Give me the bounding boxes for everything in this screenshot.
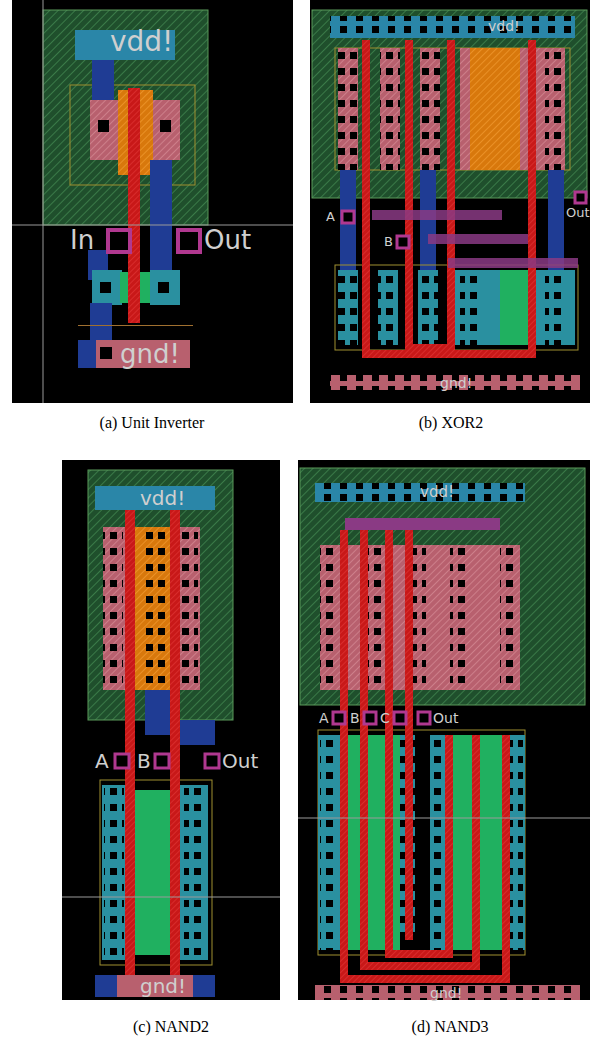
pin-label: vdd! xyxy=(110,28,173,56)
pin-label: A xyxy=(319,711,329,725)
pin-label: Out xyxy=(222,751,258,771)
pin-label: C xyxy=(380,711,390,725)
pin-label: B xyxy=(137,751,151,771)
pin-label: gnd! xyxy=(140,976,186,996)
pin-label: Out xyxy=(566,206,590,219)
pin-label: B xyxy=(350,711,360,725)
pin-label: Out xyxy=(433,711,458,725)
panel-caption: (a) Unit Inverter xyxy=(100,415,205,431)
pin-label: Out xyxy=(204,227,251,253)
panel-caption: (b) XOR2 xyxy=(419,415,483,431)
pin-label: gnd! xyxy=(430,986,462,1000)
pin-label: gnd! xyxy=(440,376,472,390)
pin-label: A xyxy=(95,751,109,771)
panel-caption: (d) NAND3 xyxy=(412,1019,489,1035)
pin-label: In xyxy=(70,227,94,253)
pin-label: A xyxy=(326,210,335,223)
pin-label: vdd! xyxy=(488,19,520,33)
pin-label: vdd! xyxy=(420,485,454,500)
pin-label: gnd! xyxy=(120,341,180,367)
panel-caption: (c) NAND2 xyxy=(133,1019,209,1035)
pin-label: vdd! xyxy=(140,488,185,508)
pin-label: B xyxy=(384,235,393,248)
